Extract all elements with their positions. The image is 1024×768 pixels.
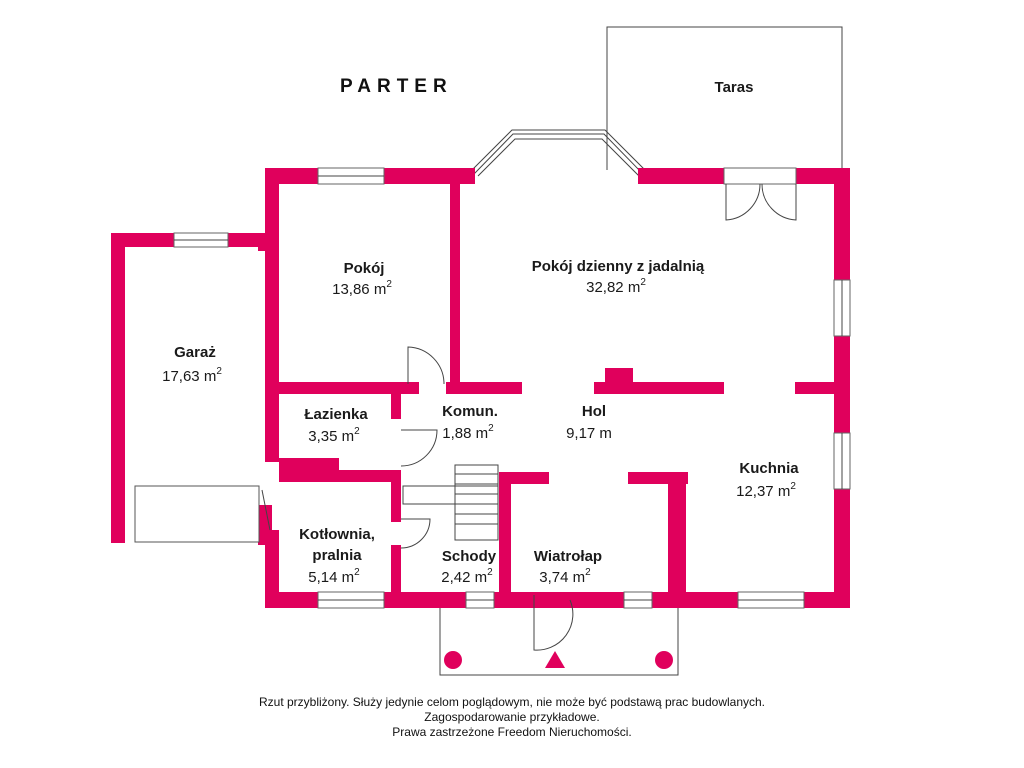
porch-column-left <box>444 651 462 669</box>
disclaimer: Rzut przybliżony. Służy jedynie celom po… <box>0 695 1024 740</box>
room-area: 12,37 m <box>736 483 790 500</box>
svg-text:3,35 m2: 3,35 m2 <box>308 426 360 445</box>
room-name: Pokój <box>344 260 385 277</box>
bay-window <box>469 129 648 177</box>
room-area: 17,63 m <box>162 368 216 385</box>
room-area: 5,14 m <box>308 569 354 586</box>
room-area: 9,17 m <box>566 425 612 442</box>
svg-text:32,82 m2: 32,82 m2 <box>586 277 646 296</box>
svg-text:12,37 m2: 12,37 m2 <box>736 481 796 500</box>
windows <box>173 167 851 609</box>
room-name: Łazienka <box>304 406 368 423</box>
svg-text:17,63 m2: 17,63 m2 <box>162 366 222 385</box>
porch-column-right <box>655 651 673 669</box>
room-garaz: Garaż 17,63 m2 <box>162 344 222 385</box>
terrace-label: Taras <box>715 79 754 96</box>
walls <box>111 168 850 608</box>
area-superscript: 2 <box>585 567 591 578</box>
area-superscript: 2 <box>488 423 494 434</box>
room-area: 2,42 m <box>441 569 487 586</box>
room-name: Garaż <box>174 344 216 361</box>
area-superscript: 2 <box>354 426 360 437</box>
room-hol: Hol 9,17 m <box>566 403 612 442</box>
room-pokoj: Pokój 13,86 m2 <box>332 260 392 298</box>
room-name: Pokój dzienny z jadalnią <box>532 258 705 275</box>
room-kuchnia: Kuchnia 12,37 m2 <box>736 460 799 500</box>
entrance-porch <box>439 605 679 676</box>
room-name-line2: pralnia <box>312 547 362 564</box>
area-superscript: 2 <box>790 481 796 492</box>
floor-title: PARTER <box>340 76 453 97</box>
room-name: Wiatrołap <box>534 548 602 565</box>
room-area: 32,82 m <box>586 279 640 296</box>
svg-text:2,42 m2: 2,42 m2 <box>441 567 493 586</box>
area-superscript: 2 <box>386 279 392 290</box>
svg-text:5,14 m2: 5,14 m2 <box>308 567 360 586</box>
area-superscript: 2 <box>216 366 222 377</box>
room-schody: Schody 2,42 m2 <box>441 548 496 586</box>
room-wiatrolap: Wiatrołap 3,74 m2 <box>534 548 602 586</box>
disclaimer-line1: Rzut przybliżony. Służy jedynie celom po… <box>258 695 766 709</box>
doors <box>261 183 797 651</box>
disclaimer-line2: Zagospodarowanie przykładowe. <box>424 710 600 724</box>
room-area: 3,74 m <box>539 569 585 586</box>
terrace <box>606 26 843 170</box>
room-name: Schody <box>442 548 497 565</box>
room-name: Kotłownia, <box>299 526 375 543</box>
svg-text:13,86 m2: 13,86 m2 <box>332 279 392 298</box>
room-kotlownia: Kotłownia, pralnia 5,14 m2 <box>299 526 375 586</box>
garage-door <box>134 485 260 543</box>
copyright-line: Prawa zastrzeżone Freedom Nieruchomości. <box>392 725 632 739</box>
area-superscript: 2 <box>487 567 493 578</box>
svg-text:3,74 m2: 3,74 m2 <box>539 567 591 586</box>
svg-text:1,88 m2: 1,88 m2 <box>442 423 494 442</box>
room-name: Komun. <box>442 403 498 420</box>
room-dzienny: Pokój dzienny z jadalnią 32,82 m2 <box>532 258 705 296</box>
room-name: Kuchnia <box>739 460 799 477</box>
room-area: 3,35 m <box>308 428 354 445</box>
room-lazienka: Łazienka 3,35 m2 <box>304 406 368 445</box>
entrance-marker <box>545 651 565 668</box>
room-komun: Komun. 1,88 m2 <box>442 403 498 442</box>
room-area: 13,86 m <box>332 281 386 298</box>
area-superscript: 2 <box>354 567 360 578</box>
area-superscript: 2 <box>640 277 646 288</box>
room-area: 1,88 m <box>442 425 488 442</box>
room-name: Hol <box>582 403 606 420</box>
